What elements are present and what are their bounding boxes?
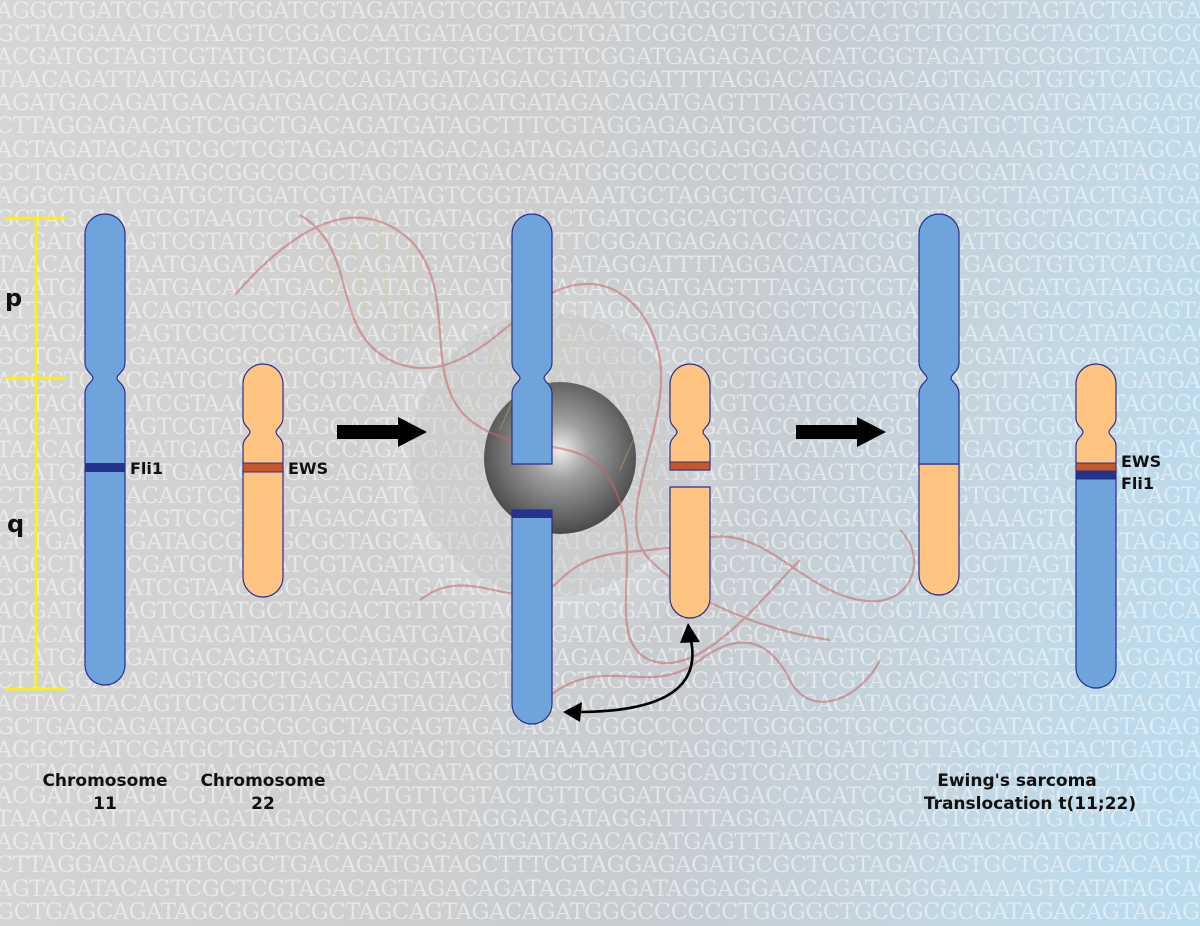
fli1-band bbox=[85, 463, 125, 472]
dna-sequence-line: GCTAGGAAATCGTAAGTCGGACCAATGATAGCTAGCTGAT… bbox=[0, 760, 1200, 787]
fli1-band-fragment bbox=[512, 510, 552, 518]
derivative-chromosome-22 bbox=[1075, 363, 1117, 689]
ews-band-fragment bbox=[669, 461, 711, 471]
dna-sequence-line: GCTGAGCAGATAGCGGCGCGCTAGCAGTAGACAGATGGGC… bbox=[0, 898, 1200, 925]
fli1-label-derivative: Fli1 bbox=[1121, 474, 1154, 493]
dna-sequence-line: GCTGAGCAGATAGCGGCGCGCTAGCAGTAGACAGATGGGC… bbox=[0, 713, 1200, 740]
step-arrow-1 bbox=[337, 417, 427, 447]
chromosome-11 bbox=[84, 213, 126, 686]
dna-sequence-line: TAACAGATTAATGAGATAGACCCAGATGATAGGACGATAG… bbox=[0, 252, 1200, 279]
caption-result-line1: Ewing's sarcoma bbox=[937, 771, 1097, 791]
dna-sequence-line: AGGCTGATCGATGCTGGATCGTAGATAGTCGGTATAAAAT… bbox=[0, 182, 1200, 209]
caption-chr11-line2: 11 bbox=[93, 794, 117, 814]
caption-result-line2: Translocation t(11;22) bbox=[924, 794, 1136, 814]
q-arm-label: q bbox=[7, 510, 24, 538]
fli1-band-derivative bbox=[1075, 470, 1117, 480]
dna-sequence-line: ACGATGCTAGTCGTATGCTAGGACTGTTCGTACTGTTCGG… bbox=[0, 783, 1200, 810]
chromosome-22-upper-fragment bbox=[669, 363, 711, 471]
step-arrow-2 bbox=[796, 417, 886, 447]
caption-chr22-line2: 22 bbox=[251, 794, 275, 814]
fli1-label-chr11: Fli1 bbox=[130, 459, 163, 478]
scale-bar bbox=[5, 216, 66, 691]
p-arm-label: p bbox=[5, 284, 22, 312]
caption-chr22-line1: Chromosome bbox=[200, 771, 325, 791]
caption-chr11-line1: Chromosome bbox=[42, 771, 167, 791]
dna-sequence-line: AGATGACAGATGACAGATGACAGATAGGACATGATAGACA… bbox=[0, 90, 1200, 117]
ews-band-derivative bbox=[1075, 462, 1117, 472]
dna-sequence-line: GCTGAGCAGATAGCGGCGCGCTAGCAGTAGACAGATGGGC… bbox=[0, 159, 1200, 186]
dna-sequence-line: AGTAGATACAGTCGCTCGTAGACAGTAGACAGATAGACAG… bbox=[0, 136, 1200, 163]
dna-sequence-line: TAACAGATTAATGAGATAGACCCAGATGATAGGACGATAG… bbox=[0, 67, 1200, 94]
dna-sequence-line: AGATGACAGATGACAGATGACAGATAGGACATGATAGACA… bbox=[0, 644, 1200, 671]
chromosome-11-lower-fragment bbox=[511, 509, 553, 725]
dna-sequence-line: CTTAGGAGACAGTCGGCTGACAGATGATAGCTTTCGTAGG… bbox=[0, 113, 1200, 140]
dna-sequence-line: TAACAGATTAATGAGATAGACCCAGATGATAGGACGATAG… bbox=[0, 806, 1200, 833]
dna-sequence-line: AGTAGATACAGTCGCTCGTAGACAGTAGACAGATAGACAG… bbox=[0, 875, 1200, 902]
dna-sequence-line: AGGCTGATCGATGCTGGATCGTAGATAGTCGGTATAAAAT… bbox=[0, 737, 1200, 763]
dna-sequence-line: ACGATGCTAGTCGTATGCTAGGACTGTTCGTACTGTTCGG… bbox=[0, 44, 1200, 71]
ews-label-chr22: EWS bbox=[288, 459, 328, 478]
dna-sequence-line: CTTAGGAGACAGTCGGCTGACAGATGATAGCTTTCGTAGG… bbox=[0, 667, 1200, 694]
dna-sequence-line: AGGCTGATCGATGCTGGATCGTAGATAGTCGGTATAAAAT… bbox=[0, 0, 1200, 24]
dna-sequence-line: CTTAGGAGACAGTCGGCTGACAGATGATAGCTTTCGTAGG… bbox=[0, 852, 1200, 879]
swap-arrow bbox=[563, 623, 700, 722]
chromosome-22-lower-fragment bbox=[669, 486, 711, 619]
chromosome-22 bbox=[242, 363, 284, 598]
chromosome-11-upper-fragment bbox=[511, 213, 553, 465]
dna-sequence-line: GCTAGGAAATCGTAAGTCGGACCAATGATAGCTAGCTGAT… bbox=[0, 21, 1200, 48]
dna-sequence-line: GCTAGGAAATCGTAAGTCGGACCAATGATAGCTAGCTGAT… bbox=[0, 205, 1200, 232]
dna-sequence-line: AGTAGATACAGTCGCTCGTAGACAGTAGACAGATAGACAG… bbox=[0, 690, 1200, 717]
ews-band bbox=[242, 462, 284, 473]
derivative-chromosome-11 bbox=[918, 213, 960, 596]
ews-label-derivative: EWS bbox=[1121, 452, 1161, 471]
orb-sphere bbox=[484, 382, 636, 534]
dna-sequence-line: AGATGACAGATGACAGATGACAGATAGGACATGATAGACA… bbox=[0, 829, 1200, 856]
